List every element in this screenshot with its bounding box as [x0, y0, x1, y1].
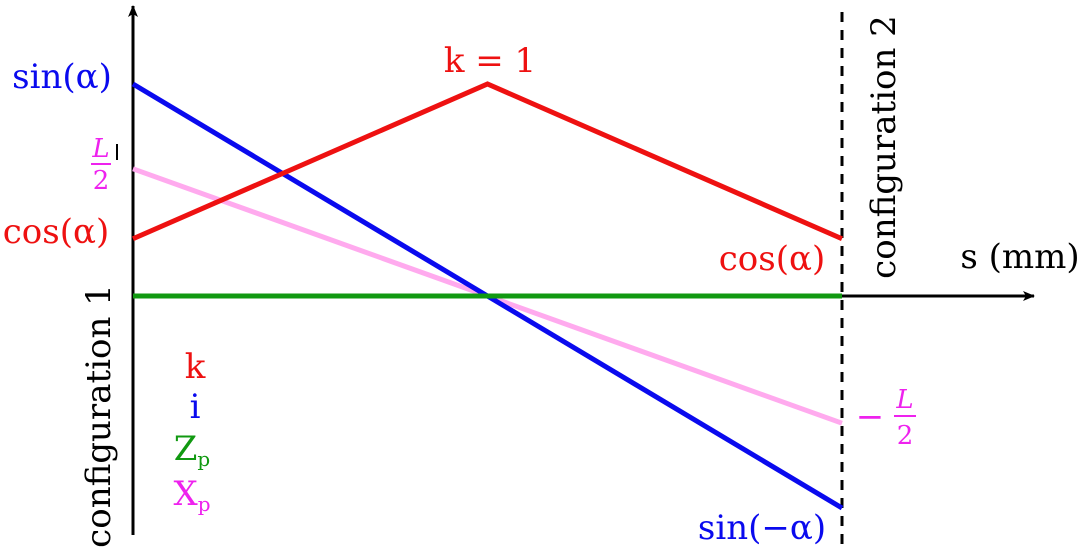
label-sin-alpha: sin(α): [12, 57, 112, 97]
legend-entry-xp-main: X: [173, 474, 198, 514]
label-neg-half-L: − L 2: [856, 385, 916, 451]
label-cos-alpha-right: cos(α): [719, 239, 825, 279]
legend-entry-zp-main: Z: [174, 429, 198, 469]
label-half-L-denominator: 2: [93, 166, 110, 196]
label-neg-half-L-numerator: L: [895, 385, 913, 415]
legend-entry-i-main: i: [190, 387, 201, 427]
legend-entry-k-main: k: [185, 347, 206, 387]
legend-entry-zp-sub: p: [197, 447, 210, 471]
label-half-L-numerator: L: [91, 134, 109, 164]
legend: k i Zp Xp: [173, 347, 210, 516]
label-cos-alpha-left: cos(α): [3, 212, 109, 252]
legend-entry-k: k: [185, 347, 206, 387]
x-axis-label: s (mm): [960, 237, 1079, 277]
label-sin-neg-alpha: sin(−α): [698, 508, 826, 548]
label-neg-half-L-sign: −: [856, 397, 885, 437]
legend-entry-zp: Zp: [174, 429, 210, 471]
legend-entry-xp: Xp: [173, 474, 210, 516]
label-configuration-1: configuration 1: [79, 284, 119, 548]
legend-entry-i: i: [190, 387, 201, 427]
label-k-equals-1: k = 1: [444, 41, 536, 81]
label-half-L: L 2: [91, 134, 118, 196]
series-line-k: [131, 81, 844, 242]
label-configuration-2: configuration 2: [864, 15, 904, 279]
legend-entry-xp-sub: p: [198, 492, 211, 516]
label-neg-half-L-denominator: 2: [897, 421, 914, 451]
